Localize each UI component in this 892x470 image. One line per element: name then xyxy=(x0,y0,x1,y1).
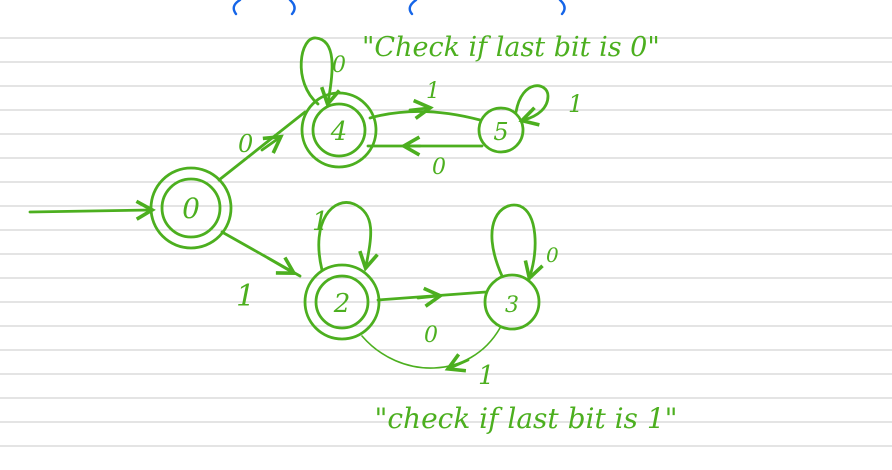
edge-2-to-3-arrowhead xyxy=(416,286,444,308)
blue-ink-fragments xyxy=(232,0,566,16)
label-5-self: 1 xyxy=(568,90,583,118)
edge-3-to-2-arrowhead xyxy=(444,353,470,373)
label-3-self: 0 xyxy=(546,243,559,267)
edge-0-to-4 xyxy=(217,110,307,182)
edge-2-self-loop xyxy=(317,201,379,272)
label-5-to-4: 0 xyxy=(432,155,446,180)
edge-0-to-2-arrowhead xyxy=(266,256,298,275)
ruled-lines xyxy=(0,37,892,447)
label-4-to-5: 1 xyxy=(426,79,440,104)
state-5-label: 5 xyxy=(493,118,508,146)
label-3-to-2: 1 xyxy=(478,361,495,391)
note-top: "Check if last bit is 0" xyxy=(362,32,660,63)
label-0-to-4: 0 xyxy=(238,130,253,158)
note-bottom: "check if last bit is 1" xyxy=(374,402,677,435)
edge-3-self-loop xyxy=(490,203,544,282)
state-3 xyxy=(483,273,541,331)
state-3-label: 3 xyxy=(505,293,519,318)
state-2-label: 2 xyxy=(333,289,351,319)
state-labels: 0 4 5 2 3 xyxy=(182,117,519,319)
state-0 xyxy=(149,166,233,250)
state-0-label: 0 xyxy=(182,192,200,225)
state-5 xyxy=(477,106,525,154)
label-0-to-2: 1 xyxy=(236,279,255,314)
label-4-self: 0 xyxy=(332,53,346,78)
state-2 xyxy=(303,263,381,341)
edge-3-to-2 xyxy=(361,327,501,369)
state-4-label: 4 xyxy=(330,117,348,147)
start-arrow xyxy=(28,199,156,221)
transition-labels: 0 1 0 1 0 1 1 0 1 0 xyxy=(236,53,583,391)
label-2-self: 1 xyxy=(312,207,329,237)
label-2-to-3: 0 xyxy=(424,323,438,348)
edge-0-to-4-arrowhead xyxy=(260,134,284,154)
edge-4-to-5-arrowhead xyxy=(408,98,434,120)
edge-4-self-loop xyxy=(299,36,341,108)
edge-5-self-loop xyxy=(514,84,550,127)
edge-4-to-5 xyxy=(368,110,482,122)
